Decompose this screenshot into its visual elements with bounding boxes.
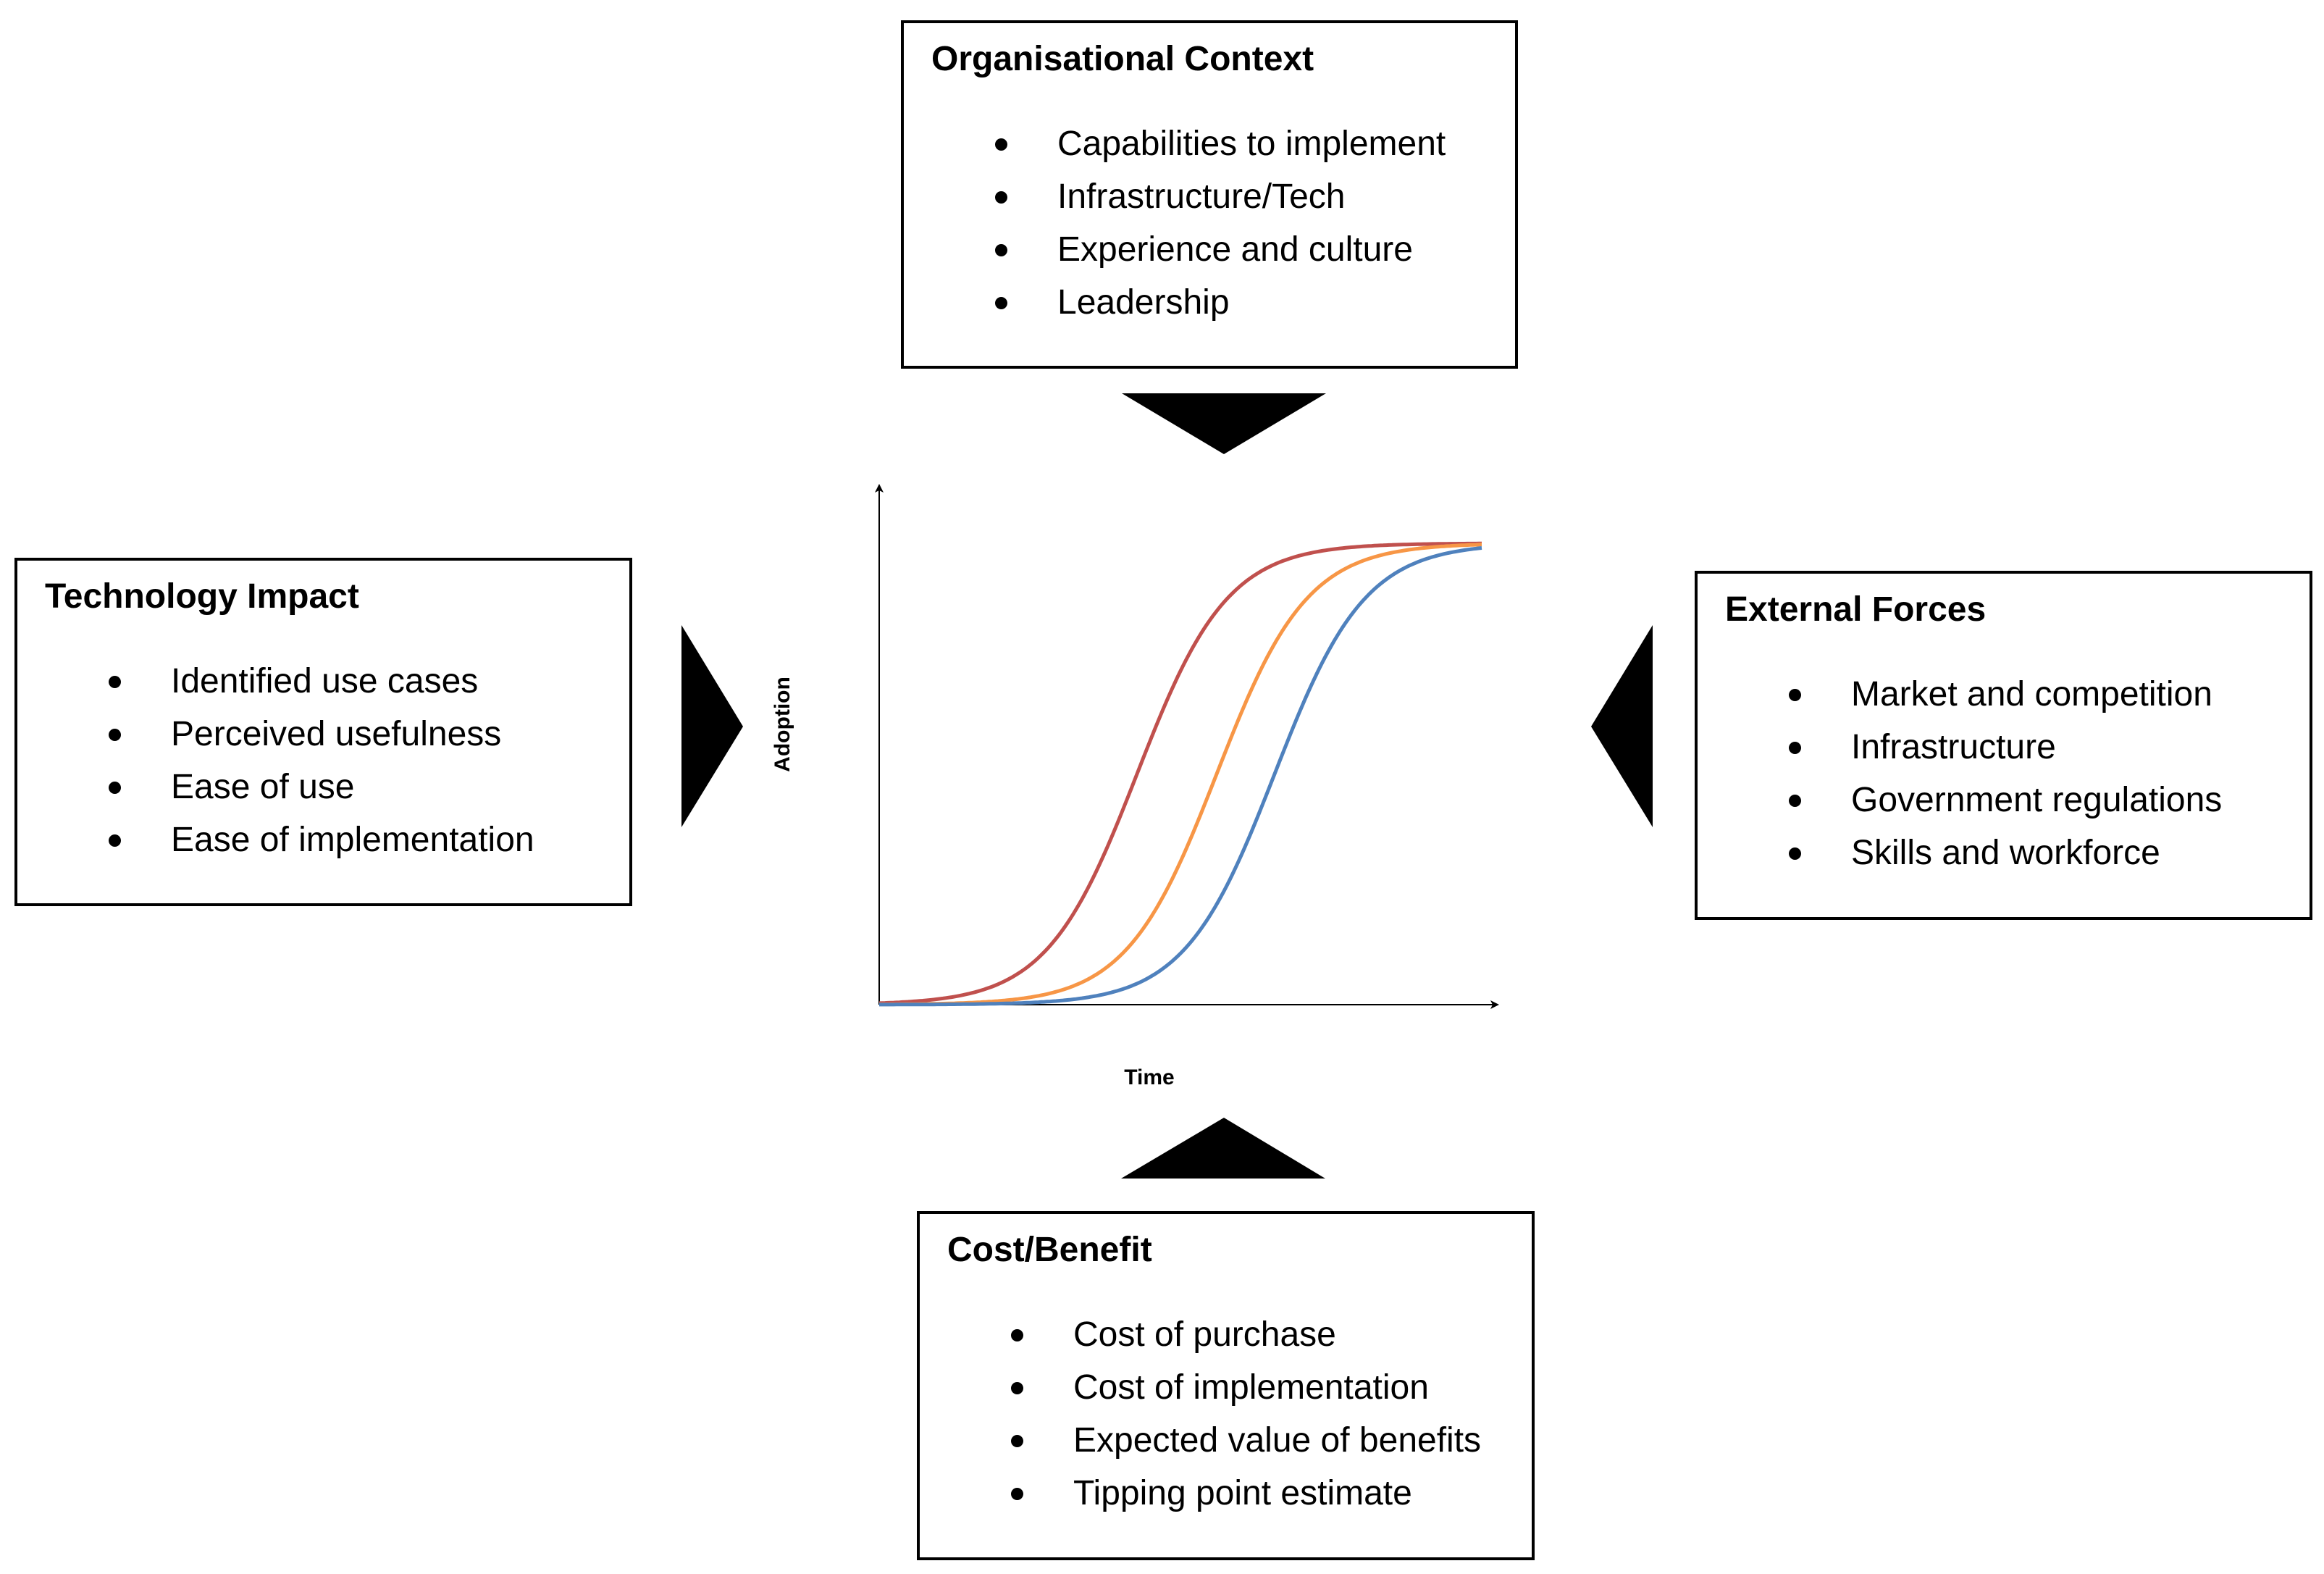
list-item: Skills and workforce	[1698, 826, 2222, 879]
list-item-text: Capabilities to implement	[1057, 125, 1446, 163]
bullet-icon	[109, 676, 121, 688]
list-item: Expected value of benefits	[920, 1414, 1481, 1467]
bullet-icon	[1011, 1329, 1023, 1341]
bullet-icon	[1789, 795, 1801, 807]
bullet-icon	[995, 138, 1007, 151]
bullet-icon	[995, 244, 1007, 256]
list-item: Capabilities to implement	[904, 117, 1446, 170]
adoption-curve-mid	[879, 543, 1482, 1007]
adoption-curve-late	[879, 546, 1482, 1007]
arrow-right-icon	[681, 625, 743, 827]
list-item: Ease of use	[17, 761, 534, 813]
list-item: Identified use cases	[17, 655, 534, 708]
organisational-context-title: Organisational Context	[931, 40, 1314, 78]
list-item: Leadership	[904, 276, 1446, 329]
bullet-icon	[1011, 1488, 1023, 1500]
list-item: Government regulations	[1698, 774, 2222, 826]
list-item: Tipping point estimate	[920, 1467, 1481, 1520]
bullet-icon	[1789, 847, 1801, 860]
cost-benefit-list: Cost of purchase Cost of implementation …	[920, 1308, 1481, 1520]
list-item: Cost of implementation	[920, 1361, 1481, 1414]
arrow-down-icon	[1122, 393, 1326, 454]
organisational-context-list: Capabilities to implement Infrastructure…	[904, 117, 1446, 329]
list-item-text: Perceived usefulness	[171, 715, 502, 753]
bullet-icon	[109, 782, 121, 794]
list-item-text: Tipping point estimate	[1073, 1474, 1412, 1512]
external-forces-box: External Forces Market and competition I…	[1695, 571, 2312, 920]
arrow-up-icon	[1121, 1118, 1325, 1179]
list-item-text: Infrastructure	[1851, 728, 2056, 766]
y-axis-label: Adoption	[771, 677, 794, 772]
list-item: Ease of implementation	[17, 813, 534, 866]
bullet-icon	[1789, 742, 1801, 754]
list-item-text: Skills and workforce	[1851, 834, 2160, 872]
bullet-icon	[1789, 689, 1801, 701]
list-item: Infrastructure/Tech	[904, 170, 1446, 223]
list-item-text: Market and competition	[1851, 675, 2212, 713]
list-item: Cost of purchase	[920, 1308, 1481, 1361]
list-item-text: Ease of implementation	[171, 821, 534, 859]
bullet-icon	[995, 297, 1007, 309]
external-forces-title: External Forces	[1725, 590, 1987, 629]
technology-impact-title: Technology Impact	[45, 577, 359, 616]
bullet-icon	[109, 834, 121, 847]
bullet-icon	[1011, 1382, 1023, 1394]
list-item-text: Identified use cases	[171, 662, 479, 700]
technology-impact-box: Technology Impact Identified use cases P…	[14, 558, 632, 906]
organisational-context-box: Organisational Context Capabilities to i…	[901, 20, 1518, 369]
list-item: Infrastructure	[1698, 721, 2222, 774]
adoption-curve-early	[878, 541, 1482, 1005]
list-item-text: Government regulations	[1851, 781, 2223, 819]
list-item: Experience and culture	[904, 223, 1446, 276]
cost-benefit-title: Cost/Benefit	[947, 1231, 1152, 1269]
x-axis-label: Time	[1124, 1066, 1174, 1089]
cost-benefit-box: Cost/Benefit Cost of purchase Cost of im…	[917, 1211, 1535, 1560]
list-item-text: Leadership	[1057, 283, 1230, 322]
list-item-text: Experience and culture	[1057, 230, 1413, 269]
list-item-text: Ease of use	[171, 768, 355, 806]
list-item-text: Expected value of benefits	[1073, 1421, 1482, 1460]
list-item-text: Cost of implementation	[1073, 1368, 1429, 1407]
list-item-text: Cost of purchase	[1073, 1315, 1336, 1354]
technology-impact-list: Identified use cases Perceived usefulnes…	[17, 655, 534, 866]
list-item: Perceived usefulness	[17, 708, 534, 761]
list-item: Market and competition	[1698, 668, 2222, 721]
bullet-icon	[995, 191, 1007, 204]
arrow-left-icon	[1591, 625, 1653, 827]
list-item-text: Infrastructure/Tech	[1057, 177, 1346, 216]
bullet-icon	[1011, 1435, 1023, 1447]
bullet-icon	[109, 729, 121, 741]
external-forces-list: Market and competition Infrastructure Go…	[1698, 668, 2222, 879]
